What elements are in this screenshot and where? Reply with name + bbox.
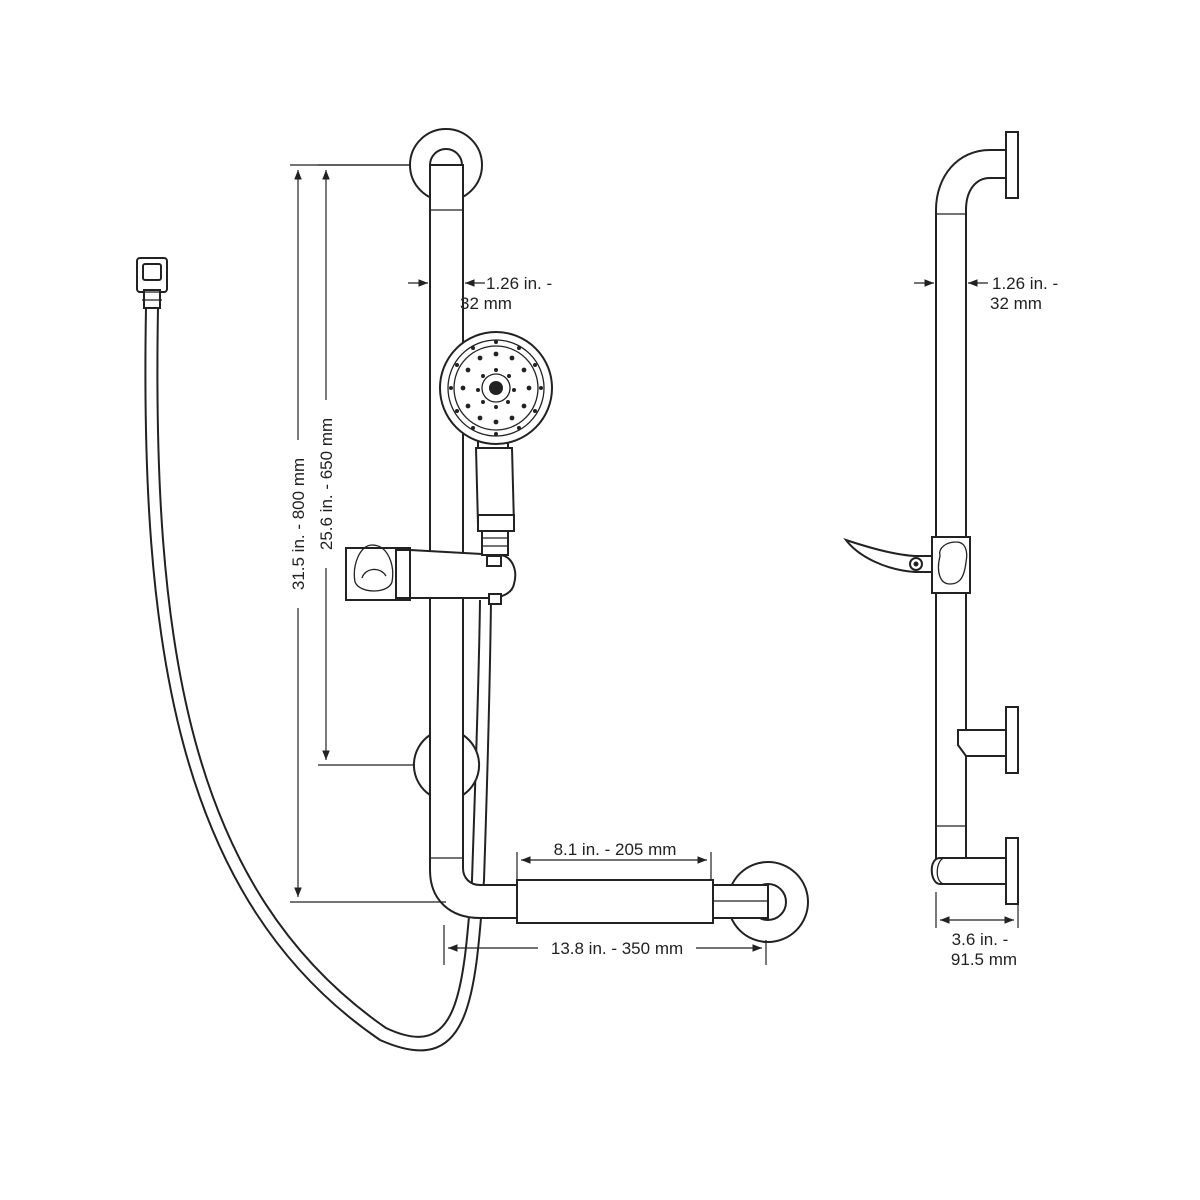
handshower — [439, 331, 553, 556]
label-wall-projection-1: 3.6 in. - — [952, 930, 1009, 949]
side-middle-mount — [957, 706, 1019, 774]
label-overall-width: 13.8 in. - 350 mm — [551, 939, 683, 958]
side-bottom-mount — [930, 837, 1019, 905]
label-bar-diameter-side-2: 32 mm — [990, 294, 1042, 313]
side-top-wall-flange — [1005, 131, 1019, 199]
label-horizontal-grip: 8.1 in. - 205 mm — [554, 840, 677, 859]
label-mount-spacing: 25.6 in. - 650 mm — [317, 418, 336, 550]
front-right-wall-flange — [712, 861, 809, 943]
label-bar-diameter-front-1: 1.26 in. - — [486, 274, 552, 293]
dim-overall-height — [288, 164, 446, 903]
label-bar-diameter-front-2: 32 mm — [460, 294, 512, 313]
dim-mount-spacing — [316, 164, 415, 766]
side-view-bar — [935, 149, 1007, 881]
front-horizontal-grip — [516, 879, 714, 924]
label-bar-diameter-side-1: 1.26 in. - — [992, 274, 1058, 293]
front-middle-wall-flange — [412, 733, 481, 797]
dim-overall-width — [443, 925, 767, 965]
label-overall-height: 31.5 in. - 800 mm — [289, 458, 308, 590]
slider-bracket — [345, 544, 517, 605]
spray-nozzles — [449, 340, 543, 436]
dim-horizontal-grip — [516, 852, 712, 880]
dim-wall-projection — [935, 892, 1019, 928]
front-vertical-bar — [429, 164, 737, 919]
wall-outlet — [136, 257, 168, 309]
side-slider-and-lever — [843, 536, 971, 594]
label-wall-projection-2: 91.5 mm — [951, 950, 1017, 969]
